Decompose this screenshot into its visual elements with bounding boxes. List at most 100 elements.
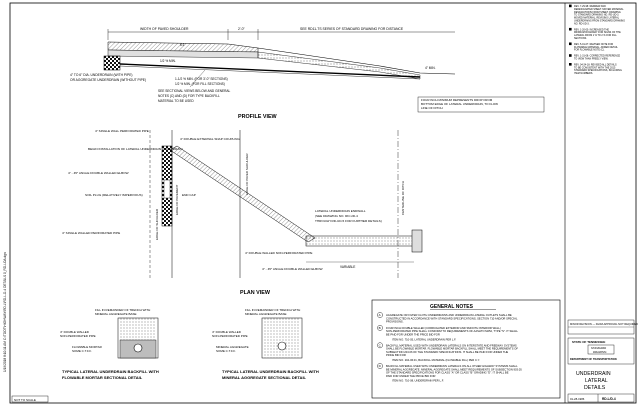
flowable-mortar-note-1: FLOWABLE MORTAR [72,345,103,349]
non-perf-pipe-label: 4" DOUBLE WALLED NON-PERFORATED PIPE [245,251,312,255]
revision-bullet [569,54,572,57]
note-letter-circle [377,342,383,349]
profile-view: WIDTH OF PAVED SHOULDER 2'-0" SEE RD11-T… [70,27,545,120]
pipe-label-2: OR AGGREGATE UNDERDRAIN (WITHOUT PIPE) [70,78,146,82]
note-letter: C [379,344,382,348]
note-letter: A [379,313,381,317]
drop-note-box [417,96,545,113]
aggregate-detail-title-2: MINERAL AGGREGATE SECTIONAL DETAIL [222,375,307,380]
depth-note-2: 1/2 % MIN. (FOR FILL SECTIONS) [175,82,225,86]
edge-pavement-label: EDGE OF PAVEMENT [175,184,179,215]
drawing-title-2: LATERAL [585,378,608,384]
note-letter: D [379,364,382,368]
flowable-pipe-note-1: 4" DOUBLE WALLED [60,330,90,334]
double-coupling-label: 4" DOUBLE EXTERNAL SNAP COUPLING [180,137,240,141]
lateral-pipe-horizontal [305,235,415,247]
edge-shoulder-label: EDGE OF SHOULDER [155,208,159,240]
plan-view: EDGE OF SHOULDER EDGE OF PAVEMENT EDGE O… [62,129,423,296]
sheet-border [9,2,637,404]
mineral-aggregate-fill [264,318,300,358]
revision-bullet [569,27,572,31]
flowable-fill-note-2: MINERAL AGGREGATE BASE [95,312,137,316]
section-detail-flowable: FILL IN REMAINDER OF TRENCH WITH MINERAL… [60,308,159,380]
revision-table: MINOR REVISION — FHWA APPROVAL NOT REQUI… [567,319,638,335]
section-detail-aggregate: FILL IN REMAINDER OF TRENCH WITH MINERAL… [212,308,319,380]
drop-note-2: BOTTOM EDGE OF LATERAL UNDERDRAIN, TO FL… [421,102,498,106]
aggregate-note-2: SOME C.T.F.F. [216,349,236,353]
pavement-section [107,41,259,53]
revision-table-row-1: MINOR REVISION — FHWA APPROVAL NOT REQUI… [570,322,638,326]
underdrain-trench [103,55,121,71]
slope-ratio-label: 6:1 [180,43,185,47]
grade-label: 1/2 % MIN. [160,59,176,63]
aggregate-pipe-note-1: 4" DOUBLE WALLED [212,330,242,334]
flowable-detail-title-1: TYPICAL LATERAL UNDERDRAIN BACKFILL WITH [62,369,159,374]
note-letter: B [379,326,381,330]
drawing-date: 01-28-1986 [570,397,585,401]
endwall-label-1: LATERAL UNDERDRAIN ENDWALL [315,209,366,213]
flowable-pipe-note-2: NON-PERFORATED PIPE [60,334,96,338]
see-distance-label: SEE RD11-TS SERIES OF STANDARD DRAWING F… [300,27,404,31]
aggregate-detail-title-1: TYPICAL LATERAL UNDERDRAIN BACKFILL WITH [222,369,319,374]
standard-label: STANDARD [591,346,606,350]
drawing-number: RD-L/D-4 [602,397,616,401]
note-letter-circle [377,363,383,369]
shoulder-slope [257,47,456,75]
soil-plug [163,179,171,199]
pipe-section-left [133,343,143,353]
section-note-2: NOTES (C) AND (D) FOR TYPE BACKFILL [158,94,220,98]
general-notes-title: GENERAL NOTES [430,304,474,310]
title-block: STATE OF TENNESSEE STANDARD DRAWING DEPA… [567,337,635,403]
elbow-label-2: 4" - 45° ANGLE DOUBLE WALLED ELBOW [262,267,323,271]
depth-note-1: 1-1/2 % MIN. (FOR 3'-0" SECTIONS) [175,77,228,81]
general-note-item: ITEM NO. 204-06.01, BACKFILL MATERIAL (F… [392,358,480,362]
not-to-scale-box [11,395,49,403]
flowable-fill-note-1: FILL IN REMAINDER OF TRENCH WITH [95,308,150,312]
elbow-label: 4" - 45° ANGLE DOUBLE WALLED ELBOW [68,171,129,175]
edge-paved-shoulder-label: EDGE OF PAVED SHOULDER [245,153,249,195]
drawing-title-1: UNDERDRAIN [576,371,611,377]
flowable-mortar-note-2: SOME C.T.F.F. [72,349,92,353]
plan-view-title: PLAN VIEW [240,290,271,296]
revision-bullet [569,63,572,66]
drop-note-1: FOUR INCH MINIMUM REPRESENTS DROP FROM [421,98,493,102]
ditch-centerline-label: CENTERLINE OF DITCH [401,181,405,215]
offset-dimension-label: 2'-0" [238,27,246,31]
embankment [257,51,421,80]
shoulder-width-label: WIDTH OF PAVED SHOULDER [140,27,189,31]
revision-bullet [569,42,572,46]
single-wall-label: 4" SINGLE WALL PERFORATED PIPE [95,129,149,133]
pipe-section-right [277,341,287,351]
lateral-endwall [411,229,423,253]
drop-note-3: LINE OF DITCH [421,106,443,110]
standard-drawing-stamp [587,344,615,355]
not-to-scale-label: NOT TO SCALE [14,398,36,402]
drawing-title-3: DETAILS [584,385,606,391]
state-label: STATE OF TENNESSEE [572,340,605,344]
pipe-label-1: 4" TO 6" DIA. UNDERDRAIN (WITH PIPE) [70,73,133,77]
single-wall-label-2: 4" SINGLE WALLED PERFORATED PIPE [62,231,120,235]
note-letter-circle [377,325,383,331]
aggregate-fill-note-2: MINERAL AGGREGATE BASE [245,312,287,316]
aggregate-fill-note-1: FILL IN REMAINDER OF TRENCH WITH [245,308,300,312]
department-label: DEPARTMENT OF TRANSPORTATION [570,357,617,361]
general-note-item: ITEM NO. 710-08, UNDERDRAIN PER L.F. [392,379,444,383]
min-drop-label: 4" MIN. [425,66,436,70]
endwall-label-2: (SEE DRAWING NO. RD-UD-4 [315,214,358,218]
side-stamp: 1/19/2018 8:10:11 AM C:\TDOT\HIGHWAY\RD-… [3,252,7,372]
section-note-3: MATERIAL TO BE USED [158,99,194,103]
end-cap-label: END CAP [182,193,196,197]
note-letter-circle [377,312,383,318]
begin-installation-label: BEGIN INSTALLATION OF LATERAL UNDERDRAIN… [88,147,182,151]
revision-bullet [569,4,572,8]
aggregate-pipe-note-2: NON-PERFORATED PIPE [212,334,248,338]
